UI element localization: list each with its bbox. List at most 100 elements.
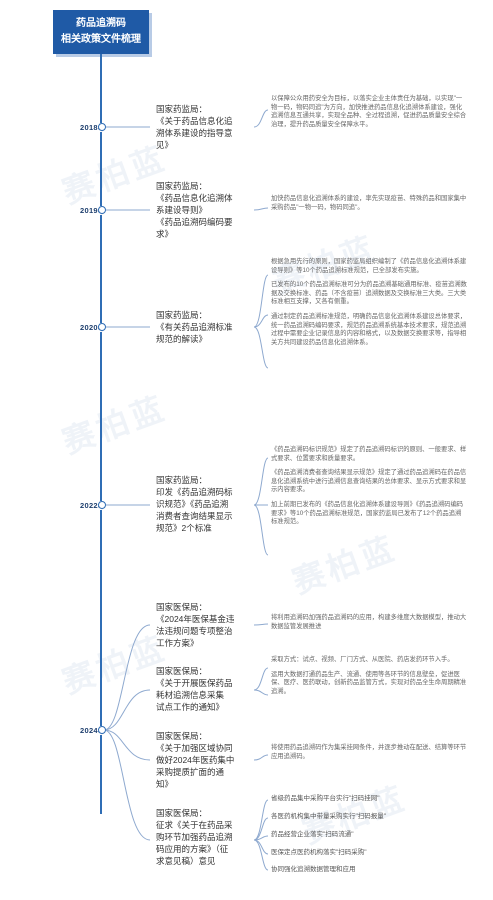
policy-line: 国家医保局： bbox=[156, 602, 208, 612]
policy-line: 《2024年医保基金违 bbox=[156, 614, 235, 624]
detail-paragraph: 《药品追溯消费者查询结果显示规范》规定了通过药品追溯码在药品信息化追溯系统中进行… bbox=[271, 469, 467, 494]
policy-line: 系建设导则》 bbox=[156, 205, 208, 215]
policy-line: 国家医保局： bbox=[156, 808, 208, 818]
policy-line: 征求《关于在药品采 bbox=[156, 820, 233, 830]
policy-line: 求意见稿）意见 bbox=[156, 856, 216, 866]
detail-paragraph: 《药品追溯码标识规范》规定了药品追溯码标识的原则、一般要求、样式要求、位置要求和… bbox=[271, 446, 467, 462]
timeline-spine bbox=[100, 54, 102, 814]
year-node-2018: 2018年 bbox=[80, 122, 106, 133]
page-title: 药品追溯码 相关政策文件梳理 bbox=[53, 10, 149, 54]
policy-2024-fund: 国家医保局： 《2024年医保基金违 法违规问题专项整治 工作方案》 bbox=[156, 601, 254, 649]
year-label: 2020年 bbox=[80, 323, 106, 332]
detail-paragraph: 通过制定药品追溯标准规范，明确药品信息化追溯体系建设总体要求，统一药品追溯码编码… bbox=[271, 312, 467, 346]
policy-line: 《药品信息化追溯体 bbox=[156, 193, 233, 203]
year-label: 2024年 bbox=[80, 726, 106, 735]
detail-connector-3a bbox=[253, 274, 269, 328]
timeline-dot bbox=[98, 726, 106, 734]
policy-line: 做好2024年医药集中 bbox=[156, 755, 235, 765]
year-label: 2019年 bbox=[80, 206, 106, 215]
policy-line: 试点工作的通知》 bbox=[156, 702, 225, 712]
policy-2018: 国家药监局： 《关于药品信息化追 溯体系建设的指导意 见》 bbox=[156, 103, 254, 151]
timeline-dot bbox=[98, 123, 106, 131]
year-node-2020: 2020年 bbox=[80, 322, 106, 333]
consultation-item: 医保定点医药机构落实"扫码采购" bbox=[271, 849, 367, 856]
detail-2024-fund: 将利用追溯码加强药品追溯码的应用，构建多维度大数据模型，推动大数据监管发展推进 bbox=[271, 614, 467, 637]
detail-paragraph: 将使用药品追溯码作为集采挂网条件，并逐步推动在配送、结算等环节应用追溯码。 bbox=[271, 744, 467, 760]
policy-2019: 国家药监局： 《药品信息化追溯体 系建设导则》 《药品追溯码编码要 求》 bbox=[156, 180, 254, 240]
consultation-item: 各医药机构集中带量采购实行"扫码报量" bbox=[271, 813, 387, 820]
policy-2024-procurement: 国家医保局： 《关于加强区域协同 做好2024年医药集中 采购提质扩面的通 知》 bbox=[156, 730, 254, 790]
timeline-dot bbox=[98, 206, 106, 214]
policy-line: 码应用的方案》（征 bbox=[156, 844, 229, 854]
policy-2020: 国家药监局： 《有关药品追溯标准 规范的解读》 bbox=[156, 309, 254, 345]
policy-line: 消费者查询结果显示 bbox=[156, 511, 233, 521]
detail-connector-6b bbox=[253, 689, 269, 696]
detail-2018: 以保障公众用药安全为目标，以落实企业主体责任为基础，以实现"一物一码，物码同追"… bbox=[271, 95, 467, 135]
detail-connector-5 bbox=[253, 623, 269, 626]
policy-line: 求》 bbox=[156, 229, 174, 239]
detail-2022: 《药品追溯码标识规范》规定了药品追溯码标识的原则、一般要求、样式要求、位置要求和… bbox=[271, 446, 467, 533]
policy-line: 购环节加强药品追溯 bbox=[156, 832, 233, 842]
detail-paragraph: 运用大数据打通药品生产、流通、使用等各环节的信息壁垒，促进医保、医疗、医药联动，… bbox=[271, 670, 467, 695]
policy-line: 《有关药品追溯标准 bbox=[156, 322, 233, 332]
detail-connector-2 bbox=[253, 207, 269, 211]
detail-paragraph: 加上前期已发布的《药品信息化追溯体系建设导则》《药品追溯码编码要求》等10个药品… bbox=[271, 500, 464, 526]
policy-line: 国家药监局： bbox=[156, 104, 208, 114]
policy-line: 溯体系建设的指导意 bbox=[156, 128, 233, 138]
policy-line: 国家药监局： bbox=[156, 475, 208, 485]
policy-line: 国家医保局： bbox=[156, 731, 208, 741]
policy-line: 见》 bbox=[156, 140, 174, 150]
policy-line: 《关于加强区域协同 bbox=[156, 743, 233, 753]
year-node-2019: 2019年 bbox=[80, 205, 106, 216]
detail-connector-4c bbox=[253, 504, 269, 556]
policy-line: 耗材追溯信息采集 bbox=[156, 690, 225, 700]
policy-line: 识规范》《药品追溯 bbox=[156, 499, 229, 509]
consultation-item: 协同强化追溯数据管理和应用 bbox=[271, 866, 356, 873]
detail-paragraph: 采取方式：试点、视频、厂门方式、从医院、药店发药环节入手。 bbox=[271, 656, 454, 663]
detail-2024-procurement: 将使用药品追溯码作为集采挂网条件，并逐步推动在配送、结算等环节应用追溯码。 bbox=[271, 744, 467, 767]
policy-line: 《药品追溯码编码要 bbox=[156, 217, 233, 227]
consultation-item: 省级药品集中采购平台实行"扫码挂网" bbox=[271, 795, 380, 802]
detail-connector-1 bbox=[253, 109, 269, 128]
policy-2024-consultation: 国家医保局： 征求《关于在药品采 购环节加强药品追溯 码应用的方案》（征 求意见… bbox=[156, 807, 254, 867]
policy-line: 规范》2个标准 bbox=[156, 523, 212, 533]
detail-2020: 根据急用先行的原则，国家药监局组织编制了《药品信息化追溯体系建设导则》等10个药… bbox=[271, 258, 467, 353]
detail-connector-7 bbox=[253, 754, 269, 761]
policy-line: 工作方案》 bbox=[156, 638, 199, 648]
detail-connector-4a bbox=[253, 457, 269, 506]
detail-paragraph: 已发布的10个药品追溯标准可分为药品追溯基础通用标准、疫苗追溯数据及交换标准、药… bbox=[271, 281, 467, 306]
connector-2024-b bbox=[103, 689, 151, 731]
detail-connector-3b bbox=[253, 314, 269, 328]
detail-2019: 加快药品信息化追溯体系的建设，率先实现疫苗、特殊药品和国家集中采购药品"一物一码… bbox=[271, 195, 467, 218]
detail-connector-6a bbox=[253, 667, 269, 691]
detail-2024-pilot: 采取方式：试点、视频、厂门方式、从医院、药店发药环节入手。 运用大数据打通药品生… bbox=[271, 656, 467, 702]
year-node-2022: 2022年 bbox=[80, 500, 106, 511]
policy-line: 法违规问题专项整治 bbox=[156, 626, 233, 636]
title-line-1: 药品追溯码 bbox=[76, 18, 126, 29]
connector-2024-d bbox=[103, 729, 151, 841]
policy-line: 知》 bbox=[156, 779, 174, 789]
policy-line: 国家药监局： bbox=[156, 181, 208, 191]
policy-line: 《关于开展医保药品 bbox=[156, 678, 233, 688]
connector-2024-a bbox=[103, 624, 151, 731]
consultation-item: 药品经营企业落实"扫码流通" bbox=[271, 831, 354, 838]
detail-paragraph: 根据急用先行的原则，国家药监局组织编制了《药品信息化追溯体系建设导则》等10个药… bbox=[271, 258, 467, 274]
timeline-dot bbox=[98, 501, 106, 509]
policy-2024-pilot: 国家医保局： 《关于开展医保药品 耗材追溯信息采集 试点工作的通知》 bbox=[156, 665, 254, 713]
detail-paragraph: 加快药品信息化追溯体系的建设，率先实现疫苗、特殊药品和国家集中采购药品"一物一码… bbox=[271, 195, 467, 211]
policy-2022: 国家药监局： 印发《药品追溯码标 识规范》《药品追溯 消费者查询结果显示 规范》… bbox=[156, 474, 254, 534]
item-connector-5 bbox=[253, 839, 269, 871]
detail-paragraph: 将利用追溯码加强药品追溯码的应用，构建多维度大数据模型，推动大数据监管发展推进 bbox=[271, 614, 467, 630]
policy-line: 国家医保局： bbox=[156, 666, 208, 676]
year-node-2024: 2024年 bbox=[80, 725, 106, 736]
item-connector-2 bbox=[253, 817, 269, 841]
year-label: 2018年 bbox=[80, 123, 106, 132]
policy-line: 《关于药品信息化追 bbox=[156, 116, 233, 126]
policy-line: 印发《药品追溯码标 bbox=[156, 487, 233, 497]
policy-line: 采购提质扩面的通 bbox=[156, 767, 225, 777]
policy-line: 规范的解读》 bbox=[156, 334, 208, 344]
detail-connector-3c bbox=[253, 326, 269, 369]
detail-paragraph: 以保障公众用药安全为目标，以落实企业主体责任为基础，以实现"一物一码，物码同追"… bbox=[271, 95, 467, 128]
title-line-2: 相关政策文件梳理 bbox=[61, 34, 141, 45]
